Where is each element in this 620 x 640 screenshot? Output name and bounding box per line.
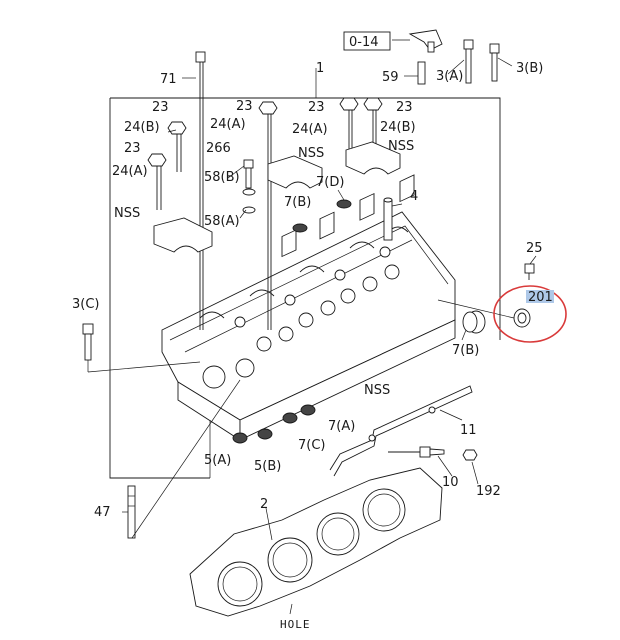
seal-7c[interactable] <box>282 412 298 424</box>
callout-24a-b: 24(A) <box>112 164 148 179</box>
bolt-266[interactable] <box>242 159 256 214</box>
bearing-cap-left[interactable] <box>153 217 213 253</box>
camshaft-saddles <box>199 226 409 319</box>
callout-24a-c: 24(A) <box>210 117 246 132</box>
bolt-3c[interactable] <box>82 323 94 372</box>
callout-266: 266 <box>206 141 231 156</box>
seal-201[interactable] <box>513 308 531 328</box>
bolt-3b[interactable] <box>489 43 500 82</box>
sensor-0-14[interactable] <box>408 29 443 53</box>
pin-59[interactable] <box>417 61 426 85</box>
callout-2: 2 <box>260 497 268 512</box>
callout-23-e: 23 <box>396 100 413 115</box>
bolt-3a[interactable] <box>463 39 474 84</box>
callout-23-b: 23 <box>124 141 141 156</box>
seal-5b[interactable] <box>257 428 273 440</box>
callout-3c: 3(C) <box>72 297 100 312</box>
callout-nss-2: NSS <box>388 139 414 154</box>
callout-192: 192 <box>476 484 501 499</box>
side-openings <box>281 174 415 258</box>
sleeve-4[interactable] <box>383 197 393 241</box>
callout-labels: 71 1 59 3(A) 3(B) 23 24(B) 23 24(A) 23 2… <box>72 61 543 631</box>
nut-192[interactable] <box>462 449 478 461</box>
callout-59: 59 <box>382 70 399 85</box>
leader-lines <box>87 39 537 615</box>
callout-7d: 7(D) <box>316 175 344 190</box>
glow-plug-10[interactable] <box>388 446 445 458</box>
seal-5a[interactable] <box>232 432 248 444</box>
cylinder-head-block <box>161 174 456 441</box>
assembly-frame <box>109 68 501 479</box>
reference-box[interactable]: 0-14 <box>343 31 391 51</box>
callout-nss-3: NSS <box>114 206 140 221</box>
stud-24a-right[interactable] <box>339 97 359 150</box>
highlight-callout-201[interactable]: 201 <box>493 285 567 343</box>
stud-24a-center[interactable] <box>258 101 278 330</box>
nut-23-left[interactable] <box>167 121 187 172</box>
stud-47[interactable] <box>127 485 136 539</box>
bearing-cap-right[interactable] <box>345 141 401 175</box>
callout-nss-4: NSS <box>364 383 390 398</box>
callout-23-c: 23 <box>236 99 253 114</box>
bearing-cap-center[interactable] <box>267 155 323 189</box>
callout-10: 10 <box>442 475 459 490</box>
callout-nss-1: NSS <box>298 146 324 161</box>
callout-5a: 5(A) <box>204 453 231 468</box>
ref-box-label: 0-14 <box>349 35 379 50</box>
stud-24b-right[interactable] <box>363 97 383 148</box>
callout-24b-d: 24(B) <box>380 120 416 135</box>
bolt-71[interactable] <box>195 51 206 330</box>
callout-47: 47 <box>94 505 111 520</box>
callout-3b-top: 3(B) <box>516 61 543 76</box>
seal-7a[interactable] <box>300 404 316 416</box>
callout-25: 25 <box>526 241 543 256</box>
seal-7b-upper[interactable] <box>292 223 308 233</box>
head-gasket-2[interactable] <box>189 467 443 617</box>
callout-4: 4 <box>410 189 418 204</box>
callout-3a-top: 3(A) <box>436 69 463 84</box>
callout-58b: 58(B) <box>204 170 240 185</box>
callout-7a: 7(A) <box>328 419 355 434</box>
glow-plug-bar-11[interactable] <box>329 385 473 477</box>
callout-71: 71 <box>160 72 177 87</box>
port-circles <box>202 246 400 389</box>
callout-7b-b: 7(B) <box>452 343 479 358</box>
bolt-25[interactable] <box>524 263 535 280</box>
seal-7d[interactable] <box>336 199 352 209</box>
callout-11: 11 <box>460 423 477 438</box>
hole-label: HOLE <box>280 618 311 631</box>
callout-23-a: 23 <box>152 100 169 115</box>
callout-201: 201 <box>528 290 553 305</box>
callout-5b: 5(B) <box>254 459 281 474</box>
callout-24b-a: 24(B) <box>124 120 160 135</box>
callout-24a-e: 24(A) <box>292 122 328 137</box>
callout-58a: 58(A) <box>204 214 240 229</box>
plug-7b-right[interactable] <box>462 310 486 334</box>
callout-1: 1 <box>316 61 324 76</box>
nut-23-left-lower[interactable] <box>147 153 167 210</box>
callout-7c: 7(C) <box>298 438 326 453</box>
callout-7b-a: 7(B) <box>284 195 311 210</box>
callout-23-d: 23 <box>308 100 325 115</box>
